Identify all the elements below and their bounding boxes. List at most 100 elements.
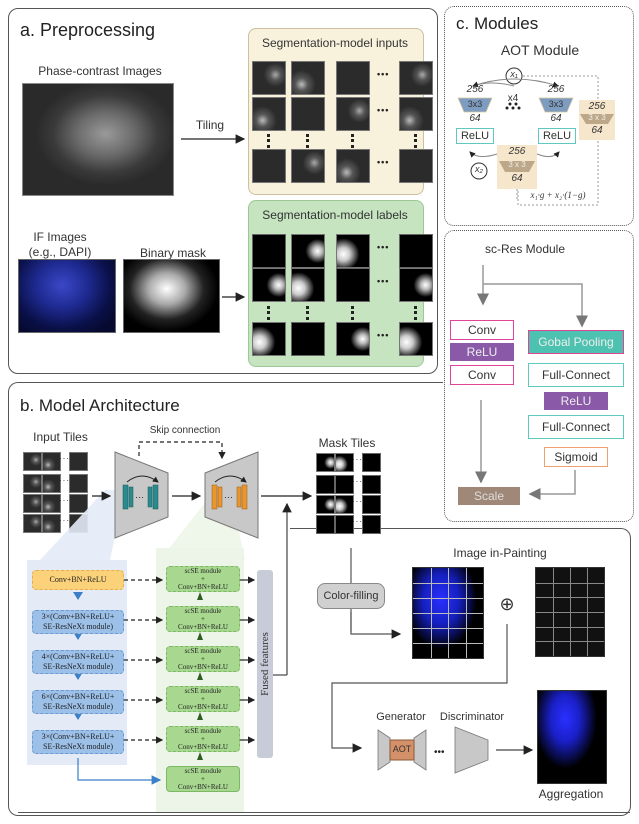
panel-c-title: c. Modules [456, 14, 539, 33]
grid-line [536, 626, 604, 628]
ellipsis: ··· [352, 517, 363, 526]
decoder-shape [204, 451, 259, 539]
decoder-block-line: Conv+BN+ReLU [178, 663, 228, 671]
tile [399, 97, 433, 131]
if-image [18, 259, 116, 333]
tile [362, 515, 381, 534]
segmentation-inputs-title: Segmentation-model inputs [261, 36, 409, 50]
aot-repeat-label: x4 [507, 93, 519, 104]
decoder-block: scSE module+Conv+BN+ReLU [166, 686, 240, 712]
decoder-block: scSE module+Conv+BN+ReLU [166, 566, 240, 592]
vertical-ellipsis [267, 134, 273, 148]
aot-left-kernel: 3x3 [467, 99, 483, 109]
decoder-block-line: + [201, 615, 205, 623]
ellipsis: ··· [59, 476, 70, 485]
scres-sigmoid: Sigmoid [544, 447, 608, 467]
scres-relu-right: ReLU [544, 392, 608, 410]
aot-relu-right: ReLU [538, 128, 576, 144]
tile [291, 97, 325, 131]
grid-line [536, 597, 604, 599]
tile [316, 475, 335, 494]
svg-text:···: ··· [224, 492, 233, 502]
tile [399, 149, 433, 183]
aot-left-bottom: 64 [469, 113, 481, 124]
tile [316, 495, 335, 514]
tiling-label: Tiling [195, 118, 225, 132]
tile [252, 97, 286, 131]
discriminator-shape [454, 726, 489, 774]
decoder-block: scSE module+Conv+BN+ReLU [166, 646, 240, 672]
grid-line [413, 628, 483, 629]
aot-bottom-kernel: 3 x 3 [508, 160, 526, 169]
aot-block-label: AOT [392, 744, 412, 754]
generator-encoder [377, 729, 391, 771]
color-filled-grid [412, 567, 484, 659]
scres-conv-2: Conv [450, 365, 514, 385]
encoder-shape [114, 451, 169, 539]
scres-full-connect-2: Full-Connect [528, 415, 624, 439]
vertical-ellipsis [306, 306, 312, 320]
black-mask-grid [535, 567, 605, 657]
vertical-ellipsis [306, 134, 312, 148]
svg-text:···: ··· [135, 492, 144, 502]
x2-circle [470, 162, 488, 180]
panel-a-title: a. Preprocessing [20, 20, 156, 40]
decoder-block-line: Conv+BN+ReLU [178, 703, 228, 711]
tile [336, 322, 370, 356]
tile [335, 453, 354, 472]
decoder-block-line: + [201, 655, 205, 663]
tile [316, 515, 335, 534]
scres-module-title: sc-Res Module [484, 242, 566, 256]
tile [399, 61, 433, 95]
binary-mask-label: Binary mask [139, 246, 207, 260]
decoder-block-line: Conv+BN+ReLU [178, 783, 228, 791]
vertical-ellipsis [351, 134, 357, 148]
scres-relu-left: ReLU [450, 343, 514, 361]
tile [291, 322, 325, 356]
aot-relu-left: ReLU [456, 128, 494, 144]
aot-right-kernel: 3x3 [548, 99, 564, 109]
aot-side-kernel: 3 x 3 [588, 113, 606, 122]
ellipsis: ••• [377, 105, 390, 115]
decoder-block-line: + [201, 735, 205, 743]
decoder-block-line: + [201, 575, 205, 583]
input-tiles-label: Input Tiles [33, 430, 88, 444]
ellipsis: ··· [352, 477, 363, 486]
tile [399, 268, 433, 302]
tile [336, 234, 370, 268]
aot-side-top: 256 [588, 101, 606, 112]
vertical-ellipsis [414, 134, 420, 148]
tile [291, 61, 325, 95]
tile [362, 453, 381, 472]
tile [42, 474, 61, 493]
aot-side-bottom: 64 [591, 125, 603, 136]
encoder-block: 6×(Conv+BN+ReLU+ SE-ResNeXt module) [32, 690, 124, 714]
aot-bottom-arc-right [536, 151, 560, 158]
aggregation-image [537, 690, 607, 784]
skip-connection-arrow [138, 441, 226, 460]
scres-global-pooling: Gobal Pooling [528, 330, 624, 354]
color-filling-to-grid-arrow [350, 612, 402, 639]
plus-symbol: ⊕ [499, 594, 515, 614]
ellipsis: ··· [59, 516, 70, 525]
grid-line [536, 641, 604, 643]
ellipsis: ··· [352, 497, 363, 506]
decoder-block-line: scSE module [184, 767, 222, 775]
aot-left-top: 256 [466, 84, 484, 95]
tile [336, 268, 370, 302]
encoder-stem-block: Conv+BN+ReLU [32, 570, 124, 590]
scres-conv-1: Conv [450, 320, 514, 340]
tile [23, 514, 42, 533]
vertical-ellipsis [351, 306, 357, 320]
generator-decoder [413, 729, 427, 771]
tile [252, 268, 286, 302]
ellipsis: ··· [59, 454, 70, 463]
aot-right-bottom: 64 [550, 113, 562, 124]
x1-symbol: x₁ [510, 69, 518, 79]
aot-block [389, 739, 415, 761]
tile [69, 474, 88, 493]
tile [252, 149, 286, 183]
tile [399, 234, 433, 268]
fused-features-label: Fused features [259, 632, 271, 696]
